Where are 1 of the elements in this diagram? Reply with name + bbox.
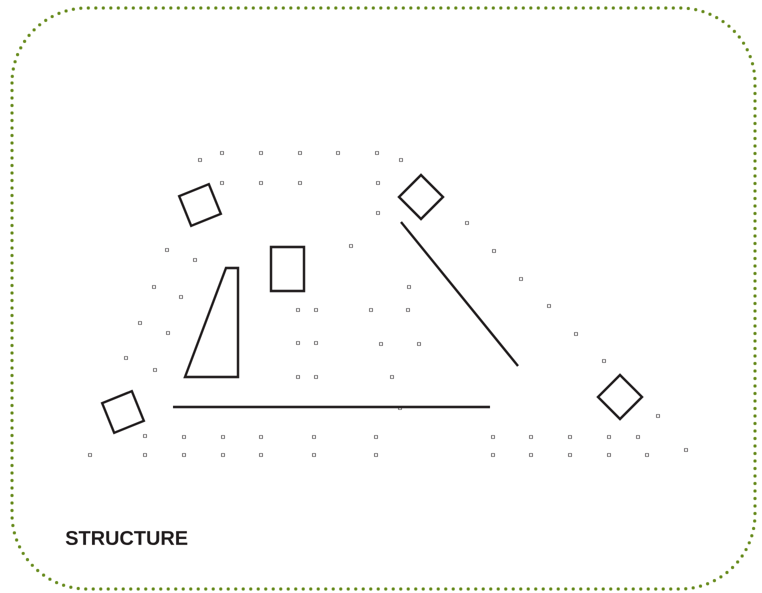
section-title: STRUCTURE [66, 530, 188, 546]
